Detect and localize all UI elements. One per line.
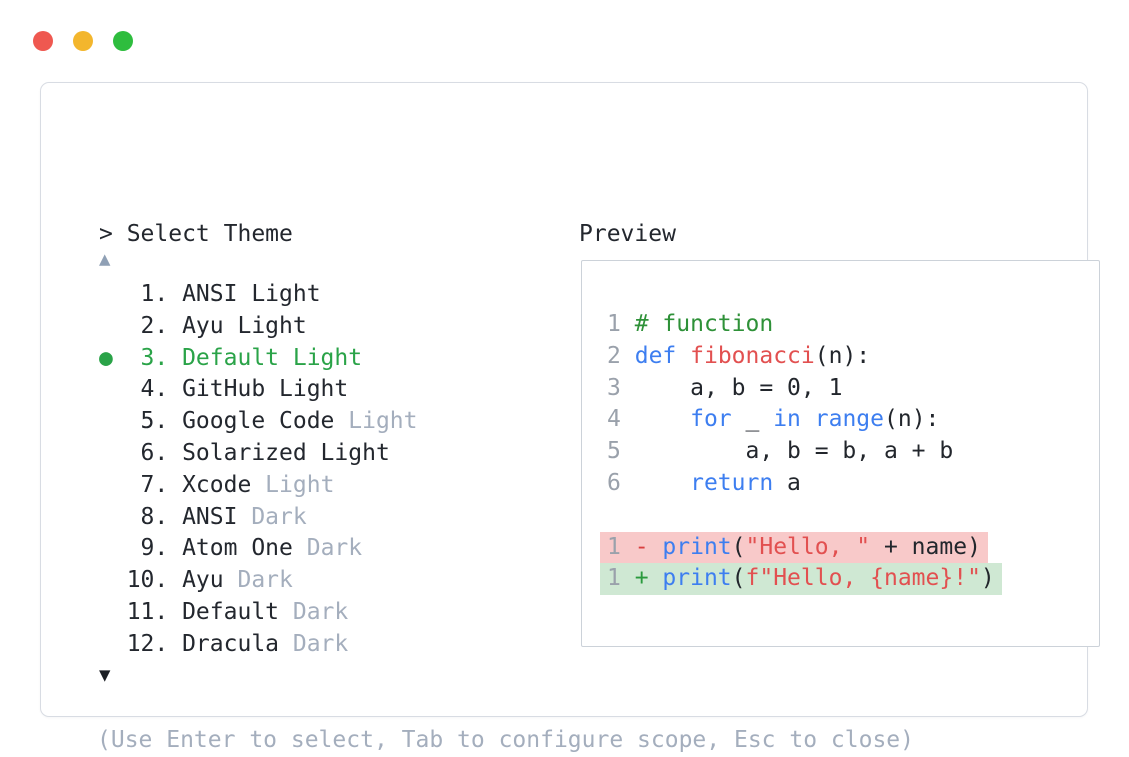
theme-label: 7. Xcode <box>99 471 252 498</box>
line-number: 4 <box>607 406 621 433</box>
maximize-button[interactable] <box>113 31 133 51</box>
line-number: 3 <box>607 374 621 401</box>
theme-list-item[interactable]: 1. ANSI Light <box>99 279 418 311</box>
code-line: 1 # function <box>607 311 774 337</box>
theme-list-item[interactable]: 7. Xcode Light <box>99 470 418 502</box>
theme-label: 11. Default <box>99 598 280 625</box>
theme-variant-label: Dark <box>279 598 349 625</box>
theme-list-item[interactable]: 4. GitHub Light <box>99 374 418 406</box>
theme-list-item[interactable]: 2. Ayu Light <box>99 311 418 343</box>
selected-theme-label: ● 3. Default Light <box>99 344 363 371</box>
code-line: 2 def fibonacci(n): <box>607 342 871 369</box>
theme-label: 4. GitHub Light <box>99 376 349 403</box>
theme-list-item[interactable]: ● 3. Default Light <box>99 343 418 375</box>
code-line-diff-removed: 1 - print("Hello, " + name) <box>600 531 1099 564</box>
theme-variant-label: Dark <box>237 503 307 530</box>
theme-list-item[interactable]: 6. Solarized Light <box>99 438 418 470</box>
theme-label: 12. Dracula <box>99 630 280 657</box>
theme-label: 9. Atom One <box>99 535 293 562</box>
line-number: 2 <box>607 342 621 369</box>
code-line: 5 a, b = b, a + b <box>607 438 954 465</box>
theme-list: 1. ANSI Light 2. Ayu Light ● 3. Default L… <box>99 279 418 661</box>
theme-list-item[interactable]: 12. Dracula Dark <box>99 629 418 661</box>
close-button[interactable] <box>33 31 53 51</box>
theme-label: 2. Ayu Light <box>99 312 307 339</box>
theme-label: 8. ANSI <box>99 503 238 530</box>
line-number: 1 <box>607 565 621 592</box>
theme-list-item[interactable]: 5. Google Code Light <box>99 406 418 438</box>
code-line <box>607 500 1099 532</box>
code-preview: 1 # function 2 def fibonacci(n): 3 a, b = … <box>582 261 1099 596</box>
code-line: 6 return a <box>607 469 801 496</box>
theme-variant-label: Dark <box>223 567 293 594</box>
code-line: 3 a, b = 0, 1 <box>607 374 843 401</box>
scroll-up-icon[interactable]: ▲ <box>99 248 111 270</box>
line-number: 6 <box>607 469 621 496</box>
scroll-down-icon[interactable]: ▼ <box>99 664 111 686</box>
theme-picker-panel: > Select Theme Preview ▲ 1. ANSI Light 2… <box>40 82 1100 753</box>
select-theme-prompt: > Select Theme <box>99 221 293 247</box>
theme-list-item[interactable]: 8. ANSI Dark <box>99 502 418 534</box>
theme-variant-label: Dark <box>292 535 363 562</box>
code-line: 4 for _ in range(n): <box>607 406 940 433</box>
hint-text: (Use Enter to select, Tab to configure s… <box>97 727 914 753</box>
code-line-diff-added: 1 + print(f"Hello, {name}!") <box>600 563 1099 596</box>
theme-variant-label: Light <box>334 408 418 435</box>
preview-title: Preview <box>579 221 676 247</box>
line-number: 5 <box>607 438 621 465</box>
theme-list-item[interactable]: 9. Atom One Dark <box>99 533 418 565</box>
theme-label: 10. Ayu <box>99 567 224 594</box>
theme-variant-label: Light <box>251 471 335 498</box>
theme-label: 6. Solarized Light <box>99 439 390 466</box>
theme-variant-label: Dark <box>279 630 349 657</box>
theme-label: 1. ANSI Light <box>99 281 321 307</box>
minimize-button[interactable] <box>73 31 93 51</box>
line-number: 1 <box>607 533 621 560</box>
theme-label: 5. Google Code <box>99 408 335 435</box>
window-controls <box>33 31 133 51</box>
theme-list-item[interactable]: 10. Ayu Dark <box>99 565 418 597</box>
line-number: 1 <box>607 311 621 337</box>
theme-list-item[interactable]: 11. Default Dark <box>99 597 418 629</box>
preview-box: 1 # function 2 def fibonacci(n): 3 a, b = … <box>581 260 1100 647</box>
